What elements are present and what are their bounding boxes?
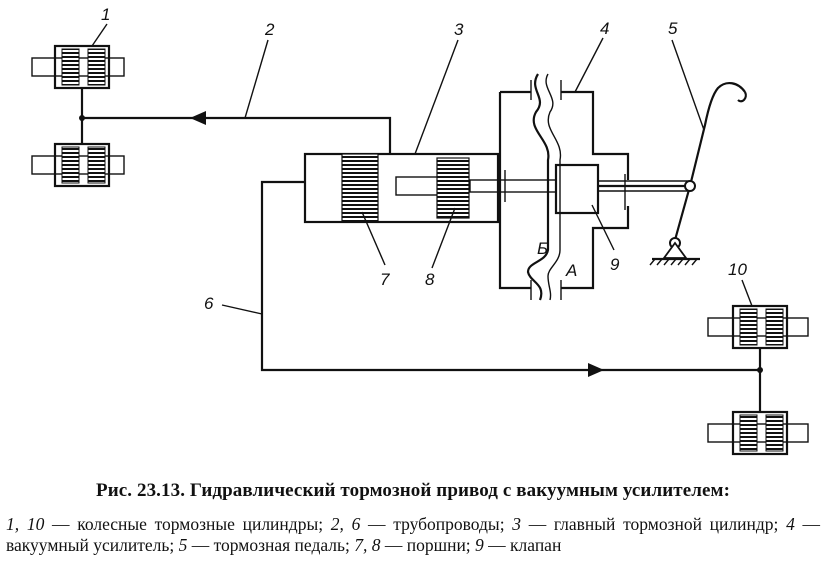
- pipe-2-arrow: [190, 111, 206, 125]
- legend-item-number: 9: [475, 535, 484, 555]
- legend-item-number: 5: [178, 535, 188, 555]
- legend-item-text: — поршни;: [380, 535, 476, 555]
- wheel-cylinder-1-top: [31, 44, 125, 90]
- label-B: Б: [537, 239, 548, 258]
- legend-item-text: — клапан: [483, 535, 562, 555]
- figure-legend: 1, 10 — колесные тормозные цилиндры; 2, …: [6, 514, 820, 556]
- label-3: 3: [454, 20, 464, 39]
- pipe-6-arrow: [588, 363, 604, 377]
- pipe-2: [82, 116, 392, 154]
- brake-diagram: 1 2 3 4 5 6 7 8 9 10 А Б: [31, 5, 809, 456]
- legend-item-number: 4: [786, 514, 795, 534]
- legend-item-number: 2, 6: [330, 514, 361, 534]
- legend-item-text: — тормозная педаль;: [187, 535, 355, 555]
- wheel-cylinder-1-bottom: [31, 142, 125, 188]
- label-A: А: [565, 261, 577, 280]
- legend-item-text: — вакуумный усилитель;: [6, 514, 821, 555]
- label-7: 7: [380, 270, 390, 289]
- wheel-cylinder-10-top: [707, 304, 809, 350]
- brake-pedal: [649, 82, 747, 266]
- legend-item-number: 1, 10: [6, 514, 45, 534]
- label-9: 9: [610, 255, 620, 274]
- legend-item-text: — трубопроводы;: [360, 514, 513, 534]
- pipe-6: [260, 180, 760, 372]
- label-8: 8: [425, 270, 435, 289]
- label-6: 6: [204, 294, 214, 313]
- legend-item-text: — колесные тормозные цилиндры;: [44, 514, 331, 534]
- label-4: 4: [600, 19, 609, 38]
- label-5: 5: [668, 19, 678, 38]
- vacuum-booster: [469, 73, 690, 301]
- figure-caption-title: Рис. 23.13. Гидравлический тормозной при…: [95, 480, 730, 501]
- wheel-cylinder-10-bottom: [707, 410, 809, 456]
- label-1: 1: [101, 5, 110, 24]
- legend-item-text: — главный тормозной цилиндр;: [521, 514, 787, 534]
- label-10: 10: [728, 260, 747, 279]
- master-cylinder: [303, 152, 500, 224]
- label-2: 2: [264, 20, 275, 39]
- leader-lines: [91, 23, 753, 315]
- legend-item-number: 7, 8: [354, 535, 381, 555]
- legend-item-number: 3: [512, 514, 521, 534]
